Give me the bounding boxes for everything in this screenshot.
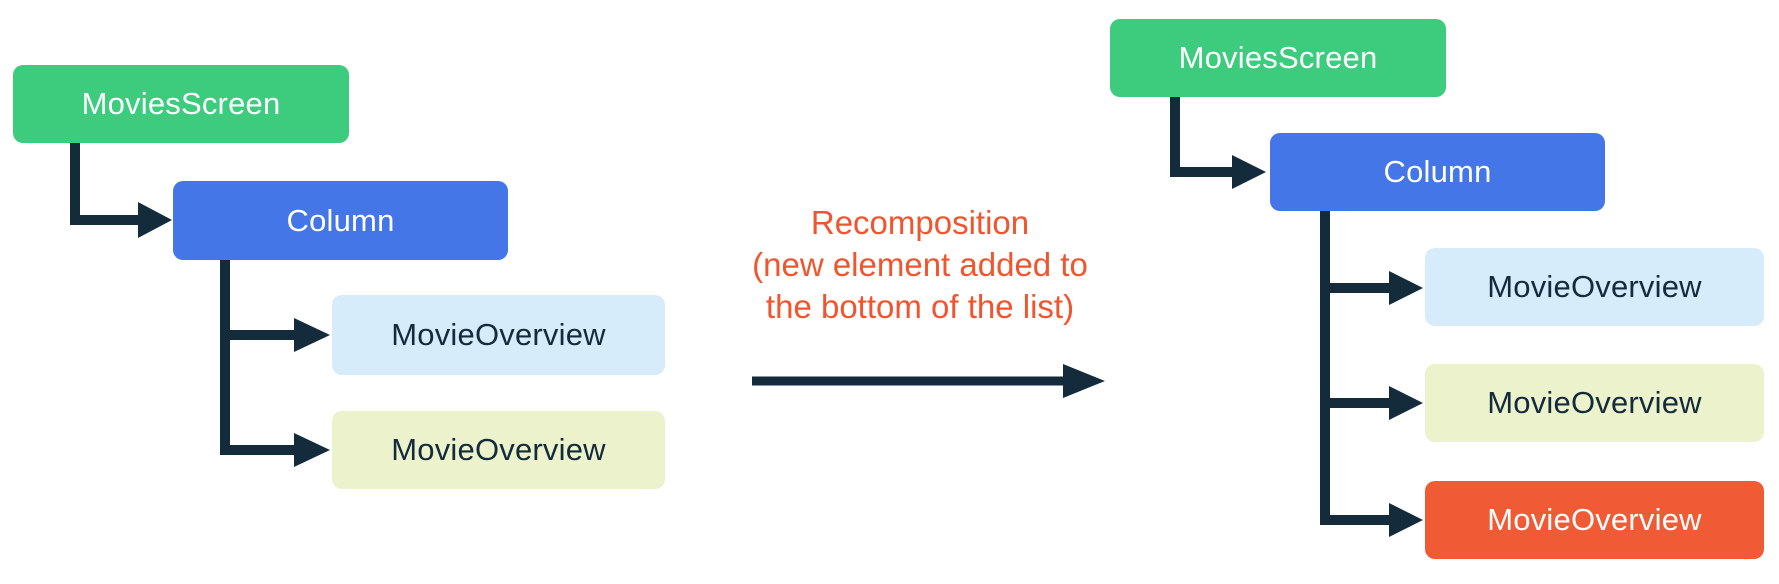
right-node-movieoverview-1: MovieOverview	[1425, 248, 1764, 326]
left-node-column: Column	[173, 181, 508, 260]
recomposition-arrowhead-icon	[1063, 364, 1105, 398]
right-branch-3-arrowhead-icon	[1389, 503, 1423, 537]
left-branch-2-arrowhead-icon	[294, 433, 330, 467]
right-node-moviesscreen: MoviesScreen	[1110, 19, 1446, 97]
right-branch-1-arrowhead-icon	[1389, 271, 1423, 305]
left-node-movieoverview-2: MovieOverview	[332, 411, 665, 489]
left-root-to-column-connector	[70, 143, 140, 225]
annotation-line-3: the bottom of the list)	[765, 288, 1075, 325]
left-root-to-column-arrowhead-icon	[138, 202, 172, 238]
annotation-line-1: Recomposition	[810, 204, 1030, 241]
left-column-trunk-connector	[220, 260, 296, 455]
left-node-moviesscreen: MoviesScreen	[13, 65, 349, 143]
right-node-movieoverview-2: MovieOverview	[1425, 364, 1764, 442]
right-node-movieoverview-3-new: MovieOverview	[1425, 481, 1764, 559]
right-branch-2-arrowhead-icon	[1389, 386, 1423, 420]
recomposition-annotation: Recomposition (new element added to the …	[670, 202, 1170, 328]
annotation-line-2: (new element added to	[752, 246, 1088, 283]
right-root-to-column-connector	[1170, 97, 1234, 177]
left-branch-1-arrowhead-icon	[294, 318, 330, 352]
right-root-to-column-arrowhead-icon	[1232, 155, 1266, 189]
right-node-column: Column	[1270, 133, 1605, 211]
left-node-movieoverview-1: MovieOverview	[332, 295, 665, 375]
right-column-trunk-connector	[1320, 211, 1391, 525]
